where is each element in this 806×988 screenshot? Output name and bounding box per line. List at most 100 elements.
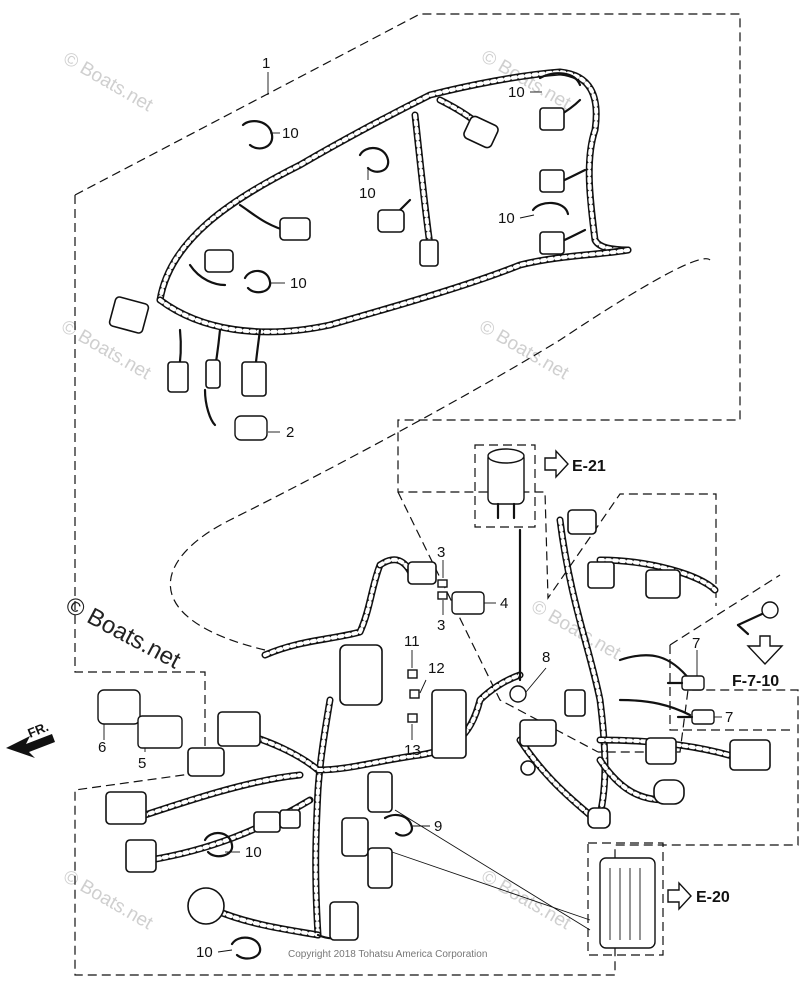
- connector: [519, 719, 557, 747]
- leader: [525, 667, 547, 693]
- bolt-part-7: [666, 675, 705, 691]
- ground-terminal: [736, 601, 779, 636]
- upper-wire: [188, 263, 227, 287]
- callout-4: 4: [500, 595, 508, 612]
- connector: [108, 296, 150, 334]
- connector: [564, 689, 586, 717]
- connector: [253, 811, 281, 833]
- right-box-outline: [669, 645, 795, 731]
- callout-10: 10: [245, 844, 262, 861]
- grommet-part-2: [234, 415, 268, 441]
- watermark-text: © Boats.net: [478, 866, 575, 934]
- relay-box: [431, 689, 467, 759]
- leader: [391, 851, 591, 921]
- connector: [279, 809, 301, 829]
- reference-arrows: [6, 449, 784, 911]
- connector: [645, 569, 681, 599]
- ref-e20-link[interactable]: E-20: [696, 889, 730, 906]
- e21-box: [474, 444, 536, 528]
- callout-10: 10: [508, 84, 525, 101]
- ref-e21-link[interactable]: E-21: [572, 458, 606, 475]
- ring-terminal: [520, 760, 536, 776]
- reference-labels[interactable]: E-21 E-20 F-7-10: [572, 458, 779, 906]
- connector: [217, 711, 261, 747]
- connector: [125, 839, 157, 873]
- watermark-main: © Boats.net: [61, 591, 185, 674]
- callout-10: 10: [359, 185, 376, 202]
- leader-lines: [103, 72, 722, 953]
- connector-block: [339, 644, 383, 706]
- connector: [539, 169, 565, 193]
- band-clip: [230, 936, 262, 960]
- connector-cap-part-6: [97, 689, 141, 725]
- ref-f710-link[interactable]: F-7-10: [732, 673, 779, 690]
- callout-2: 2: [286, 424, 294, 441]
- front-direction-arrow-icon: [6, 734, 55, 758]
- connector: [567, 509, 597, 535]
- upper-harness: [108, 68, 632, 441]
- small-parts: [97, 448, 779, 949]
- connector: [105, 791, 147, 825]
- connector: [645, 737, 677, 765]
- callout-10: 10: [498, 210, 515, 227]
- connector-part-4: [451, 591, 485, 615]
- e20-arrow-icon: [667, 881, 692, 911]
- callout-7: 7: [692, 635, 700, 652]
- terminal-part-11: [407, 669, 418, 679]
- connector: [329, 901, 359, 941]
- band-clip: [358, 147, 390, 173]
- connector: [587, 807, 611, 829]
- callout-1: 1: [262, 55, 270, 72]
- leader: [519, 214, 535, 219]
- grommet-part-8: [509, 685, 527, 703]
- connector: [205, 359, 221, 389]
- leader: [394, 809, 591, 931]
- callout-10: 10: [196, 944, 213, 961]
- connector: [167, 361, 189, 393]
- callout-13: 13: [404, 742, 421, 759]
- callout-3: 3: [437, 544, 445, 561]
- callout-9: 9: [434, 818, 442, 835]
- e20-box: [587, 842, 664, 956]
- f710-arrow-icon: [746, 635, 784, 666]
- connector: [341, 817, 369, 857]
- round-connector: [187, 887, 225, 925]
- callout-8: 8: [542, 649, 550, 666]
- terminal-part-12: [409, 689, 420, 699]
- callout-10: 10: [290, 275, 307, 292]
- callout-12: 12: [428, 660, 445, 677]
- callout-10: 10: [282, 125, 299, 142]
- connector: [407, 561, 437, 585]
- band-clip: [538, 72, 582, 87]
- band-clip: [531, 201, 570, 216]
- watermark-text: © Boats.net: [60, 48, 157, 116]
- connector: [187, 747, 225, 777]
- lower-wire: [618, 698, 692, 717]
- lower-loop-connection: [261, 561, 384, 659]
- lower-wire: [618, 654, 692, 682]
- copyright-text: Copyright 2018 Tohatsu America Corporati…: [288, 949, 487, 960]
- connector: [653, 779, 685, 805]
- connector: [419, 239, 439, 267]
- callout-11: 11: [404, 633, 420, 650]
- terminal-part-3: [437, 591, 448, 600]
- connector: [241, 361, 267, 397]
- band-clip: [241, 120, 274, 150]
- terminal-part-3: [437, 579, 448, 588]
- callout-5: 5: [138, 755, 146, 772]
- callout-3: 3: [437, 617, 445, 634]
- watermark-text: © Boats.net: [60, 866, 157, 934]
- connector: [463, 115, 499, 149]
- connector: [204, 249, 234, 273]
- right-diagonal: [669, 574, 781, 646]
- ecu-module: [599, 857, 656, 949]
- callout-labels: 1 2 3 3 4 5 6 7 7 8 9 10 10 10 10 10 10 …: [98, 55, 733, 961]
- connector: [587, 561, 615, 589]
- connector: [729, 739, 771, 771]
- starter-solenoid: [487, 448, 525, 520]
- front-direction-label: FR.: [26, 719, 51, 741]
- connector: [539, 107, 565, 131]
- upper-wire: [203, 388, 217, 427]
- e21-arrow-icon: [544, 449, 569, 479]
